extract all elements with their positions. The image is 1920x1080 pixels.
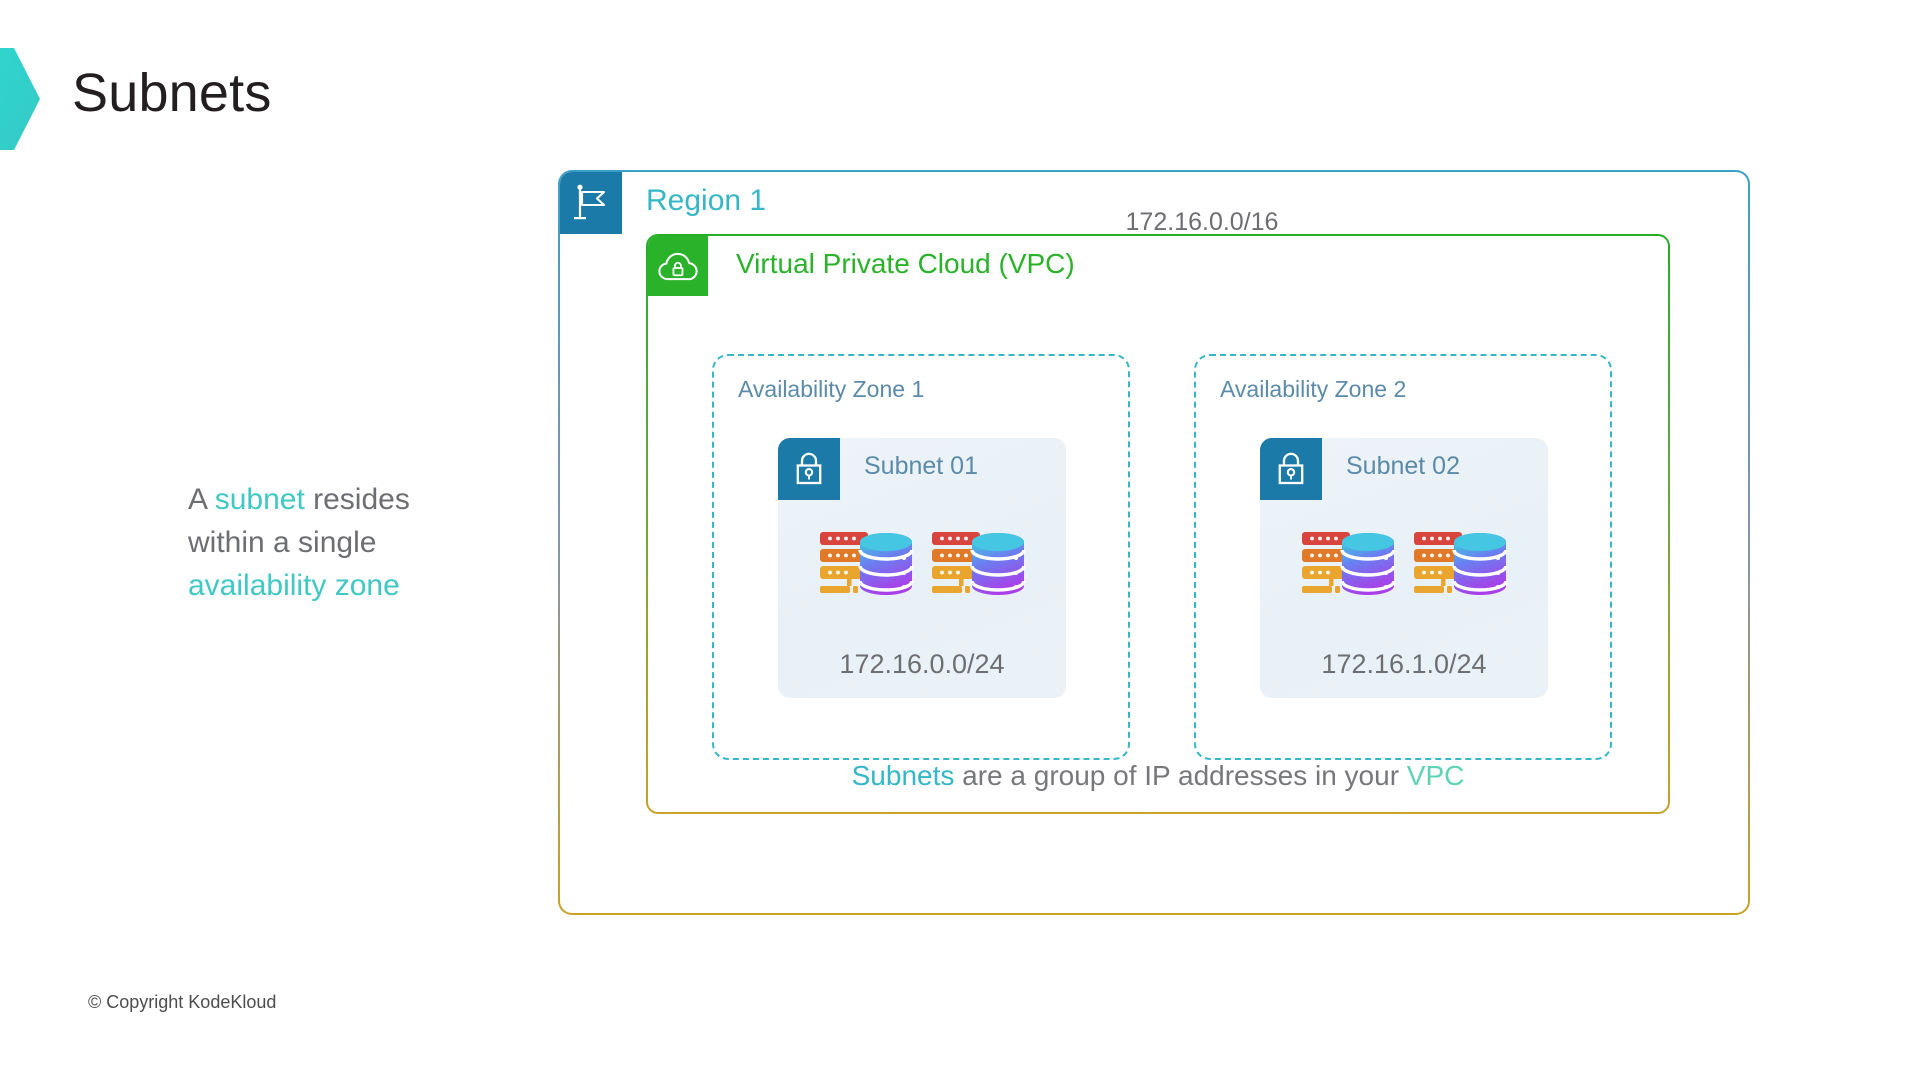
server-database-icon bbox=[1414, 532, 1508, 595]
region-badge bbox=[560, 172, 622, 234]
lock-icon bbox=[796, 452, 822, 485]
note-part-2: resides within a single bbox=[188, 483, 410, 559]
vpc-badge bbox=[648, 236, 708, 296]
subnet-card-1[interactable]: Subnet 01 bbox=[778, 438, 1066, 698]
left-description: A subnet resides within a single availab… bbox=[188, 478, 488, 607]
region-cidr: 172.16.0.0/16 bbox=[1125, 208, 1279, 236]
region-frame: Region 1 172.16.0.0/16 Virtual Private C… bbox=[558, 170, 1750, 915]
region-inner: Region 1 172.16.0.0/16 Virtual Private C… bbox=[560, 172, 1748, 913]
cloud-lock-icon bbox=[658, 252, 698, 281]
subnet-1-badge bbox=[778, 438, 840, 500]
caption-highlight-vpc: VPC bbox=[1406, 760, 1465, 791]
az-1-title: Availability Zone 1 bbox=[738, 376, 925, 402]
availability-zone-2: Availability Zone 2 bbox=[1194, 354, 1612, 760]
server-database-icon bbox=[1302, 532, 1396, 595]
subnet-card-2[interactable]: Subnet 02 bbox=[1260, 438, 1548, 698]
copyright-text: © Copyright KodeKloud bbox=[88, 992, 277, 1012]
subnet-1-cidr: 172.16.0.0/24 bbox=[839, 649, 1005, 679]
server-database-icon bbox=[932, 532, 1026, 595]
caption-middle: are a group of IP addresses in your bbox=[954, 760, 1407, 791]
note-highlight-subnet: subnet bbox=[214, 483, 305, 516]
az-2-title: Availability Zone 2 bbox=[1220, 376, 1407, 402]
vpc-frame: Virtual Private Cloud (VPC) Availability… bbox=[646, 234, 1670, 814]
chevron-accent-icon bbox=[0, 48, 40, 150]
caption-highlight-subnets: Subnets bbox=[851, 760, 955, 791]
subnet-1-resources bbox=[778, 526, 1066, 602]
subnet-2-name: Subnet 02 bbox=[1346, 452, 1460, 480]
subnet-1-name: Subnet 01 bbox=[864, 452, 978, 480]
vpc-title: Virtual Private Cloud (VPC) bbox=[736, 248, 1075, 279]
lock-icon bbox=[1278, 452, 1304, 485]
availability-zone-1: Availability Zone 1 bbox=[712, 354, 1130, 760]
subnet-2-cidr: 172.16.1.0/24 bbox=[1321, 649, 1487, 679]
subnet-2-badge bbox=[1260, 438, 1322, 500]
note-part-1: A bbox=[188, 483, 215, 516]
flag-icon bbox=[574, 184, 606, 220]
region-title: Region 1 bbox=[646, 184, 767, 217]
note-highlight-availability-zone: availability zone bbox=[188, 569, 400, 602]
server-database-icon bbox=[820, 532, 914, 595]
page-title: Subnets bbox=[72, 63, 272, 123]
vpc-inner: Virtual Private Cloud (VPC) Availability… bbox=[648, 236, 1668, 812]
vpc-caption: Subnets are a group of IP addresses in y… bbox=[648, 760, 1668, 792]
subnet-2-resources bbox=[1260, 526, 1548, 602]
